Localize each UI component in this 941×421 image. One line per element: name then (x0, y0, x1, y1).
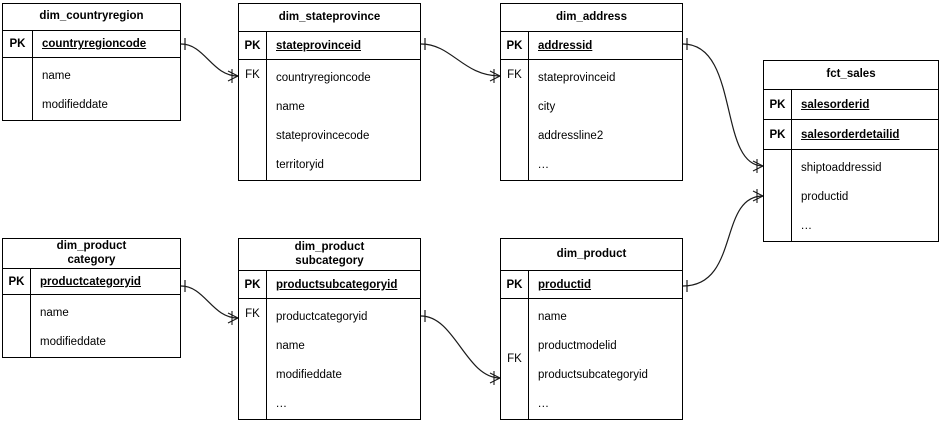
attribute: name (276, 101, 305, 113)
attribute: productcategoryid (276, 311, 368, 323)
entity-title: fct_sales (764, 61, 938, 90)
relationship-category-subcategory (180, 280, 239, 325)
foreign-key-tag (3, 58, 33, 120)
attribute-block: shiptoaddressid productid ... (764, 150, 938, 241)
foreign-key-tag: FK (239, 299, 267, 419)
attribute-list: shiptoaddressid productid ... (792, 150, 938, 241)
attribute: modifieddate (40, 336, 106, 348)
entity-dim-productcategory[interactable]: dim_product category PK productcategoryi… (2, 238, 181, 358)
primary-key-row: PK productsubcategoryid (239, 271, 420, 299)
relationship-countryregion-stateprovince (180, 38, 239, 83)
key-tag: PK (3, 269, 31, 294)
entity-title: dim_product category (3, 239, 180, 270)
key-tag: PK (3, 31, 33, 57)
attribute-block: FK productcategoryid name modifieddate .… (239, 299, 420, 419)
attribute: city (538, 101, 556, 113)
entity-title: dim_product subcategory (239, 239, 420, 272)
key-field-name: productsubcategoryid (276, 278, 398, 291)
attribute: productid (801, 191, 849, 203)
key-tag: PK (501, 32, 529, 59)
primary-key-row: PK stateprovinceid (239, 32, 420, 60)
relationship-subcategory-product (420, 310, 501, 385)
entity-title: dim_product (501, 239, 682, 272)
attribute-block: name modifieddate (3, 58, 180, 120)
key-field-name: addressid (538, 39, 593, 52)
key-field-name: salesorderdetailid (801, 128, 900, 141)
attribute: name (40, 307, 69, 319)
attribute-block: FK name productmodelid productsubcategor… (501, 299, 682, 419)
entity-title: dim_countryregion (3, 4, 180, 31)
attribute-block: name modifieddate (3, 295, 180, 357)
attribute: stateprovincecode (276, 130, 370, 142)
crow-foot (489, 371, 501, 385)
foreign-key-tag (764, 150, 792, 241)
attribute: modifieddate (42, 99, 108, 111)
key-field-name: productcategoryid (40, 275, 141, 288)
foreign-key-tag: FK (239, 60, 267, 180)
primary-key-row: PK salesorderid (764, 90, 938, 120)
primary-key-row: PK salesorderdetailid (764, 120, 938, 150)
foreign-key-tag: FK (501, 299, 529, 419)
foreign-key-tag (3, 295, 31, 357)
attribute: addressline2 (538, 130, 604, 142)
attribute-list: name modifieddate (31, 295, 180, 357)
attribute-list: name productmodelid productsubcategoryid… (529, 299, 682, 419)
key-tag: PK (239, 271, 267, 298)
key-tag: PK (239, 32, 267, 59)
entity-dim-countryregion[interactable]: dim_countryregion PK countryregioncode n… (2, 3, 181, 121)
attribute: shiptoaddressid (801, 162, 882, 174)
crow-foot (752, 189, 764, 203)
attribute: ... (538, 398, 550, 410)
crow-foot (489, 69, 501, 83)
crow-foot (752, 159, 764, 173)
attribute-list: name modifieddate (33, 58, 180, 120)
attribute: productmodelid (538, 340, 617, 352)
attribute: ... (276, 398, 288, 410)
primary-key-row: PK addressid (501, 32, 682, 60)
primary-key-row: PK countryregioncode (3, 31, 180, 58)
relationship-product-fctsales (682, 189, 764, 292)
entity-title: dim_stateprovince (239, 4, 420, 32)
key-tag: PK (501, 271, 529, 298)
attribute: name (276, 340, 305, 352)
attribute: ... (801, 220, 813, 232)
attribute: modifieddate (276, 369, 342, 381)
key-field-name: productid (538, 278, 592, 291)
primary-key-row: PK productcategoryid (3, 269, 180, 295)
foreign-key-tag: FK (501, 60, 529, 180)
attribute-list: countryregioncode name stateprovincecode… (267, 60, 420, 180)
entity-title: dim_address (501, 4, 682, 32)
attribute-block: FK stateprovinceid city addressline2 ... (501, 60, 682, 180)
attribute: stateprovinceid (538, 72, 616, 84)
entity-dim-stateprovince[interactable]: dim_stateprovince PK stateprovinceid FK … (238, 3, 421, 181)
attribute: territoryid (276, 159, 324, 171)
key-field-name: countryregioncode (42, 38, 147, 50)
key-field-name: stateprovinceid (276, 39, 361, 52)
attribute: productsubcategoryid (538, 369, 648, 381)
key-tag: PK (764, 90, 792, 119)
attribute-list: stateprovinceid city addressline2 ... (529, 60, 682, 180)
entity-dim-productsubcategory[interactable]: dim_product subcategory PK productsubcat… (238, 238, 421, 420)
key-tag: PK (764, 120, 792, 149)
entity-fct-sales[interactable]: fct_sales PK salesorderid PK salesorderd… (763, 60, 939, 242)
attribute: name (538, 311, 567, 323)
relationship-address-fctsales (682, 38, 764, 173)
crow-foot (227, 311, 239, 325)
attribute-list: productcategoryid name modifieddate ... (267, 299, 420, 419)
key-field-name: salesorderid (801, 98, 870, 111)
entity-dim-address[interactable]: dim_address PK addressid FK stateprovinc… (500, 3, 683, 181)
attribute: ... (538, 159, 550, 171)
primary-key-row: PK productid (501, 271, 682, 299)
entity-dim-product[interactable]: dim_product PK productid FK name product… (500, 238, 683, 420)
attribute-block: FK countryregioncode name stateprovincec… (239, 60, 420, 180)
attribute: countryregioncode (276, 72, 371, 84)
attribute: name (42, 70, 71, 82)
crow-foot (227, 69, 239, 83)
relationship-stateprovince-address (420, 38, 501, 83)
